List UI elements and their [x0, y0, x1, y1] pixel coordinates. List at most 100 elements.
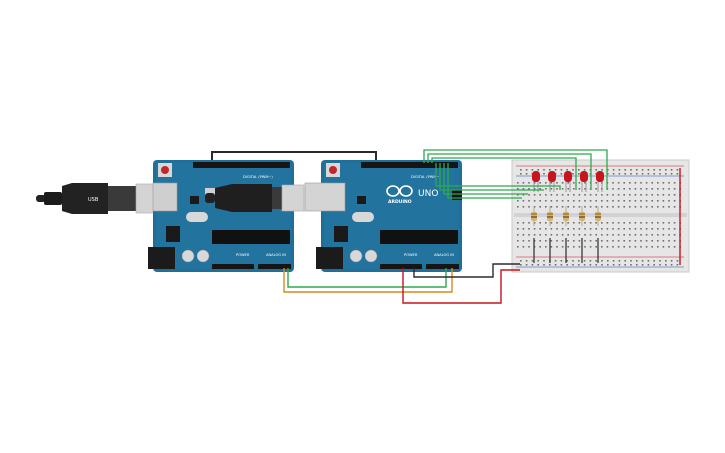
breadboard-hole: [629, 234, 631, 236]
arduino-board-left[interactable]: DIGITAL (PWM~) POWER ANALOG IN: [148, 160, 294, 272]
breadboard-hole: [641, 169, 644, 171]
breadboard-hole: [545, 246, 547, 248]
breadboard-hole: [537, 169, 539, 171]
breadboard-hole: [517, 188, 519, 190]
breadboard-hole: [584, 194, 586, 196]
breadboard-hole: [578, 246, 581, 248]
resistor-icon[interactable]: [547, 206, 553, 226]
breadboard-hole: [623, 246, 625, 248]
breadboard-hole: [539, 200, 541, 202]
breadboard-hole: [531, 260, 534, 262]
breadboard-hole: [612, 264, 615, 266]
breadboard-hole: [522, 228, 525, 230]
breadboard-hole: [528, 234, 530, 236]
breadboard-hole: [630, 169, 632, 171]
breadboard-hole: [624, 264, 626, 266]
breadboard-hole: [522, 234, 525, 236]
black-wire-board-link[interactable]: [211, 151, 377, 163]
breadboard-hole: [550, 200, 553, 202]
breadboard-hole: [560, 260, 563, 262]
resistor-icon[interactable]: [595, 206, 601, 226]
breadboard-hole: [629, 194, 631, 196]
green-wire-3[interactable]: [431, 157, 577, 190]
breadboard-hole: [634, 200, 637, 202]
breadboard-hole: [556, 240, 558, 242]
usb-port: [304, 182, 346, 212]
breadboard-hole: [670, 264, 673, 266]
breadboard-hole: [595, 260, 597, 262]
breadboard-hole: [657, 228, 659, 230]
breadboard-hole: [634, 188, 637, 190]
breadboard-hole: [665, 260, 667, 262]
breadboard-hole: [566, 264, 568, 266]
breadboard-hole: [651, 188, 653, 190]
usb-label: USB: [88, 197, 99, 203]
breadboard-hole: [522, 240, 525, 242]
breadboard-hole: [662, 188, 665, 190]
breadboard-hole: [662, 234, 665, 236]
breadboard-hole: [668, 200, 670, 202]
breadboard-hole: [634, 234, 637, 236]
green-wire-6[interactable]: [443, 163, 528, 195]
black-wire-ground[interactable]: [413, 263, 520, 278]
green-wire-2[interactable]: [427, 153, 592, 190]
breadboard-hole: [659, 169, 661, 171]
model-text: UNO: [418, 189, 438, 199]
arduino-board-right[interactable]: DIGITAL (PWM~) ARDUINO UNO POWER ANALOG …: [304, 160, 462, 272]
led-icon[interactable]: [596, 171, 604, 192]
breadboard-hole: [617, 200, 620, 202]
breadboard-hole: [522, 182, 525, 184]
breadboard-hole: [522, 206, 525, 208]
reset-button-icon[interactable]: [161, 166, 169, 174]
reset-button-icon[interactable]: [329, 166, 337, 174]
power-header: [380, 264, 422, 269]
breadboard-hole: [630, 173, 632, 175]
breadboard-hole: [623, 188, 625, 190]
breadboard-hole: [517, 222, 519, 224]
breadboard-hole: [578, 222, 581, 224]
resistor-icon[interactable]: [579, 206, 585, 226]
breadboard-hole: [561, 200, 564, 202]
digital-header: [193, 162, 290, 168]
led-icon[interactable]: [564, 171, 572, 192]
breadboard-hole: [668, 234, 670, 236]
orange-wire[interactable]: [283, 268, 453, 293]
green-wire-1[interactable]: [423, 149, 608, 190]
breadboard-hole: [567, 222, 569, 224]
breadboard-hole: [595, 188, 597, 190]
breadboard-hole: [556, 234, 558, 236]
mcu-chip: [212, 230, 290, 244]
breadboard-hole: [550, 228, 553, 230]
breadboard-hole: [623, 200, 625, 202]
breadboard-hole: [567, 188, 569, 190]
green-wire-7[interactable]: [447, 163, 522, 199]
usb-cable-icon[interactable]: [205, 184, 305, 212]
breadboard-hole: [606, 240, 609, 242]
breadboard-hole: [601, 222, 603, 224]
resistor-icon[interactable]: [531, 206, 537, 226]
breadboard-hole: [640, 206, 642, 208]
breadboard-hole: [572, 260, 574, 262]
breadboard-hole: [673, 222, 676, 224]
green-wire-4[interactable]: [435, 163, 561, 190]
breadboard-hole: [606, 194, 609, 196]
breadboard-hole: [623, 234, 625, 236]
power-jack: [148, 247, 175, 269]
breadboard-hole: [554, 169, 557, 171]
breadboard-hole: [612, 173, 615, 175]
breadboard-hole: [556, 228, 558, 230]
breadboard-hole: [665, 264, 667, 266]
breadboard-hole: [647, 264, 650, 266]
usb-cable-icon[interactable]: USB: [36, 183, 155, 214]
breadboard-hole: [617, 240, 620, 242]
breadboard-hole: [634, 246, 637, 248]
red-wire-power[interactable]: [402, 268, 520, 304]
led-icon[interactable]: [580, 171, 588, 192]
breadboard-hole: [539, 246, 541, 248]
resistor-icon[interactable]: [563, 206, 569, 226]
usb-port: [152, 182, 178, 212]
green-wire-5[interactable]: [439, 163, 544, 191]
breadboard-hole: [657, 206, 659, 208]
breadboard-hole: [630, 264, 632, 266]
digital-label: DIGITAL (PWM~): [411, 175, 441, 179]
